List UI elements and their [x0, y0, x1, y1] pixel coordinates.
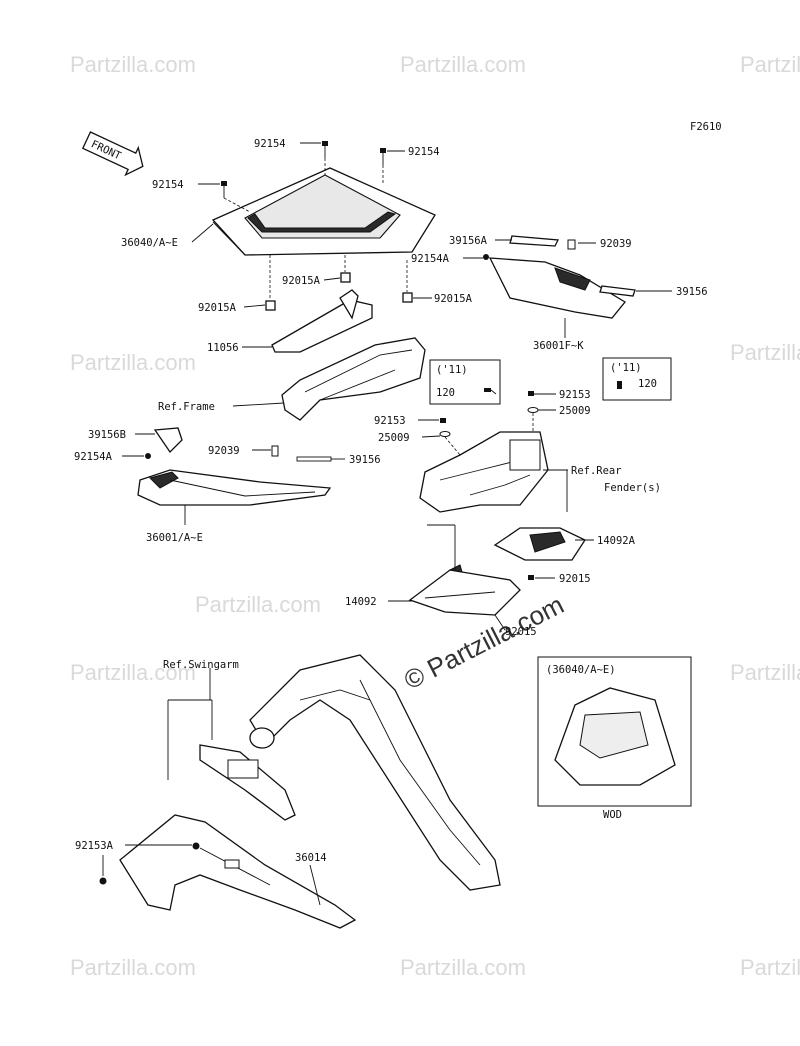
watermark-text: Partzilla.com	[730, 340, 800, 365]
bracket-part	[271, 289, 373, 353]
bolt-icon	[528, 575, 534, 580]
bolt-icon	[99, 877, 107, 885]
watermark-text: Partzilla.com	[70, 955, 196, 980]
bolt-icon	[145, 453, 151, 459]
part-label: 92153	[374, 415, 406, 427]
inset-seat-cowl-part	[554, 687, 676, 786]
chain-guard-part	[119, 814, 357, 929]
year-tag-left: ('11)	[436, 364, 468, 376]
part-label: 92015	[559, 573, 591, 585]
cover-14092-part	[408, 564, 521, 616]
emblem-part	[153, 427, 183, 454]
part-label: 92015A	[198, 302, 237, 314]
part-label: Ref.Rear	[571, 465, 622, 477]
figure-code: F2610	[690, 121, 722, 133]
watermark-text: Partzilla.com	[740, 955, 800, 980]
swingarm-part	[249, 654, 501, 891]
part-label: 92153A	[75, 840, 114, 852]
watermark-text: Partzilla.com	[400, 955, 526, 980]
cover-14092a-part	[493, 527, 586, 561]
frame-part	[281, 337, 426, 421]
bolt-icon	[221, 181, 227, 198]
watermark-copyright-symbol: ©	[399, 660, 430, 695]
year-tag-right: ('11)	[610, 362, 642, 374]
part-label: 25009	[378, 432, 410, 444]
year-variant-box-left	[429, 359, 501, 405]
label-120-left: 120	[436, 387, 455, 399]
part-label: 92015A	[282, 275, 321, 287]
part-label: 92154A	[74, 451, 113, 463]
bolt-icon	[484, 388, 497, 395]
part-label: 39156	[349, 454, 381, 466]
part-label: 39156	[676, 286, 708, 298]
part-label: Ref.Frame	[158, 401, 215, 413]
decal-part	[509, 235, 636, 297]
bolt-icon	[440, 418, 446, 423]
part-labels: 92154 92154 92154 36040/A~E 92015A 92015…	[74, 138, 708, 864]
bolt-icon	[380, 148, 386, 165]
part-label: 14092A	[597, 535, 636, 547]
bolt-icon	[617, 381, 622, 389]
side-cover-right-part	[488, 257, 626, 319]
bolt-icon	[192, 842, 200, 850]
clip-icon	[271, 445, 279, 457]
inset-title: (36040/A~E)	[546, 664, 616, 676]
washer-icon	[439, 431, 451, 437]
watermark-text: Partzilla.com	[195, 592, 321, 617]
inset-caption: WOD	[603, 809, 622, 821]
leader-lines	[102, 142, 672, 906]
inset-box	[537, 656, 692, 807]
front-arrow-icon: FRONT	[81, 131, 144, 177]
part-label: 92154	[408, 146, 440, 158]
part-label: 39156A	[449, 235, 488, 247]
watermark-text: Partzilla.com	[740, 52, 800, 77]
part-label: 92154	[254, 138, 286, 150]
side-cover-left-part	[137, 469, 332, 506]
part-label: 25009	[559, 405, 591, 417]
part-label: 36001/A~E	[146, 532, 203, 544]
part-label: 92039	[600, 238, 632, 250]
part-label: Fender(s)	[604, 482, 661, 494]
part-label: 14092	[345, 596, 377, 608]
part-label: 92039	[208, 445, 240, 457]
watermark-text: Partzilla.com	[70, 660, 196, 685]
part-label: 39156B	[88, 429, 126, 441]
part-label: Ref.Swingarm	[163, 659, 239, 671]
year-variant-box-right	[602, 357, 672, 401]
part-label: 36040/A~E	[121, 237, 178, 249]
bolt-icon	[528, 391, 534, 396]
part-label: 92153	[559, 389, 591, 401]
part-label: 92154	[152, 179, 184, 191]
chain-part	[199, 744, 296, 821]
part-label: 92154A	[411, 253, 450, 265]
part-label: 11056	[207, 342, 239, 354]
watermark-text: Partzilla.com	[70, 52, 196, 77]
bolt-icon	[483, 254, 489, 260]
grommet-icon	[265, 300, 276, 311]
watermark-text: Partzilla.com	[730, 660, 800, 685]
clip-icon	[567, 239, 576, 250]
washer-icon	[527, 407, 539, 413]
seat-cowl-part	[211, 167, 436, 256]
grommet-icon	[402, 292, 413, 303]
part-label: 36014	[295, 852, 327, 864]
watermark-text: Partzilla.com	[70, 350, 196, 375]
part-label: 92015A	[434, 293, 473, 305]
watermark-text: Partzilla.com	[400, 52, 526, 77]
label-120-right: 120	[638, 378, 657, 390]
grommet-icon	[340, 272, 351, 283]
bolt-icon	[322, 141, 328, 158]
rear-fender-part	[419, 431, 549, 513]
part-label: 92015	[505, 626, 537, 638]
part-label: 36001F~K	[533, 340, 584, 352]
stripe-decal-part	[296, 456, 332, 462]
